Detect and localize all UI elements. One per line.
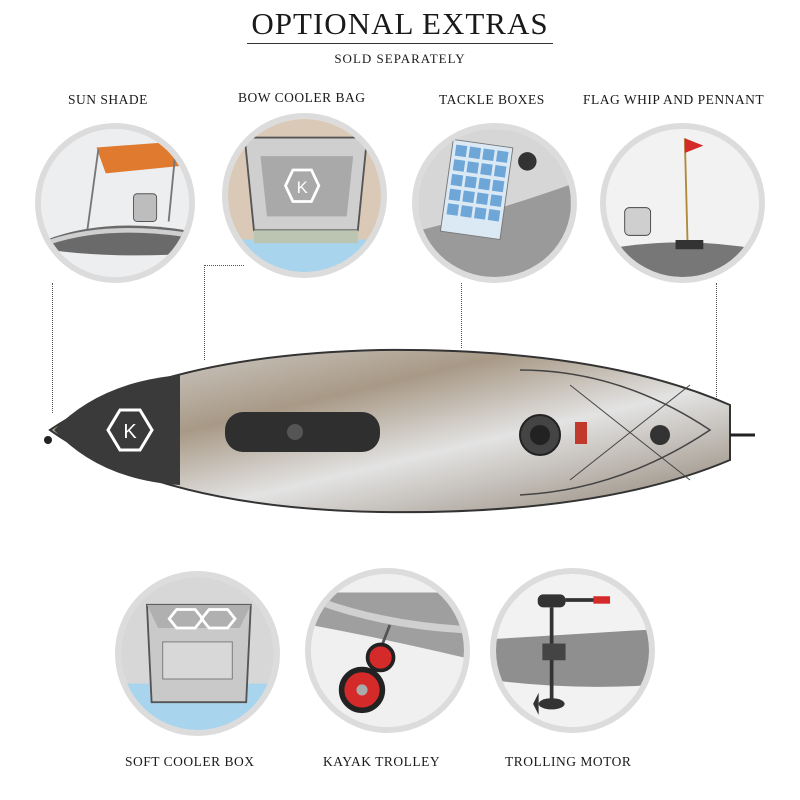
kayak-icon: K [44, 348, 755, 514]
label-kayak-trolley: KAYAK TROLLEY [323, 754, 441, 769]
trolley-icon [311, 574, 464, 727]
page-subtitle: SOLD SEPARATELY [334, 51, 466, 66]
tackle-boxes-image[interactable] [412, 123, 577, 283]
soft-cooler-box-image[interactable] [115, 571, 280, 736]
kayak-logo: K [123, 421, 137, 443]
kayak-image: K [40, 330, 760, 530]
connector-cooler-bag-h [204, 265, 244, 266]
label-soft-cooler-box: SOFT COOLER BOX [125, 754, 255, 769]
kayak-trolley-image[interactable] [305, 568, 470, 733]
cooler-box-icon [121, 577, 274, 730]
page-title: OPTIONAL EXTRAS [251, 6, 549, 41]
cooler-bag-logo: K [297, 178, 308, 197]
motor-icon [496, 574, 649, 727]
flag-whip-image[interactable] [600, 123, 765, 283]
trolling-motor-image[interactable] [490, 568, 655, 733]
label-flag-whip: FLAG WHIP AND PENNANT [583, 92, 765, 107]
bow-cooler-bag-image[interactable]: K [222, 113, 387, 278]
connector-flag [716, 283, 717, 413]
label-trolling-motor: TROLLING MOTOR [505, 754, 632, 769]
connector-tackle-boxes [461, 283, 462, 348]
label-bow-cooler-bag: BOW COOLER BAG [238, 90, 366, 105]
connector-cooler-bag [204, 265, 205, 360]
flag-icon [606, 129, 759, 277]
title-underline [247, 43, 553, 44]
label-tackle-boxes: TACKLE BOXES [439, 92, 545, 107]
sun-shade-icon [41, 129, 189, 277]
tackle-box-icon [418, 129, 571, 277]
label-sun-shade: SUN SHADE [68, 92, 148, 107]
sun-shade-image[interactable] [35, 123, 195, 283]
cooler-bag-icon: K [228, 119, 381, 272]
connector-sun-shade [52, 283, 53, 413]
